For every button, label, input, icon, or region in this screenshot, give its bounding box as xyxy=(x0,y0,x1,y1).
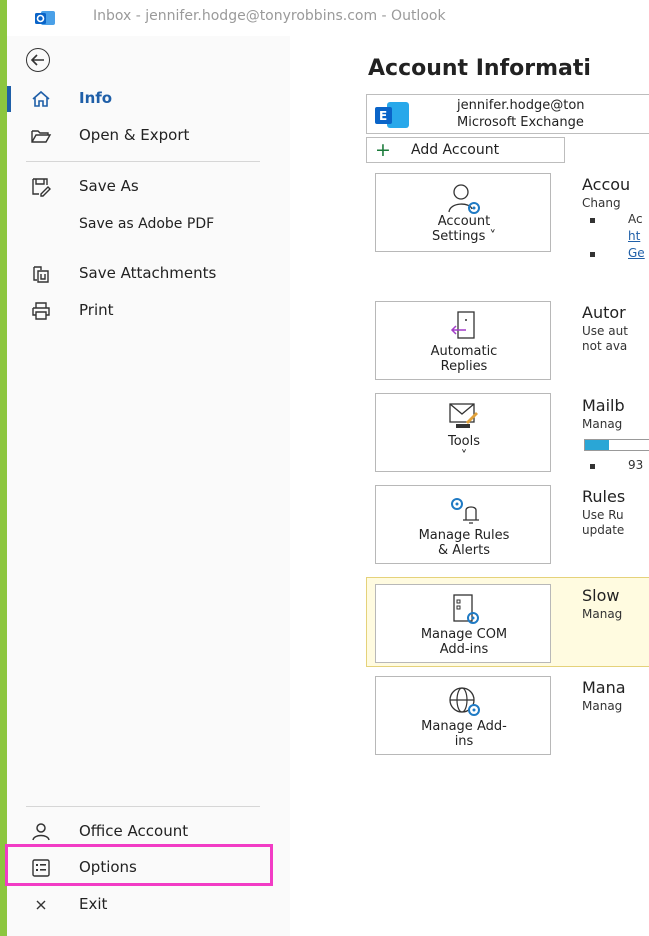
nav-save-attachments-label: Save Attachments xyxy=(79,264,217,282)
tile-label: Manage COM xyxy=(420,627,508,642)
automatic-replies-icon xyxy=(450,311,475,339)
mailbox-storage-bar xyxy=(584,439,649,451)
title-bar: Inbox - jennifer.hodge@tonyrobbins.com -… xyxy=(7,0,649,36)
section-title: Mana xyxy=(582,678,626,697)
back-button[interactable] xyxy=(26,48,50,72)
section-desc: Use Ru xyxy=(582,508,624,522)
account-email: jennifer.hodge@ton xyxy=(457,98,585,113)
account-type: Microsoft Exchange xyxy=(457,115,584,130)
tile-label: Tools xyxy=(447,434,481,449)
bullet xyxy=(590,252,595,257)
manage-com-addins-tile[interactable]: Manage COM Add-ins xyxy=(375,584,551,663)
account-info-panel: Account Informati E jennifer.hodge@ton M… xyxy=(290,36,649,936)
nav-office-account[interactable]: Office Account xyxy=(7,817,290,847)
section-title: Rules xyxy=(582,487,626,506)
tile-label: Manage Add- xyxy=(421,719,507,734)
section-title: Autor xyxy=(582,303,626,322)
tile-label: Add-ins xyxy=(439,642,489,657)
manage-addins-tile[interactable]: Manage Add- ins xyxy=(375,676,551,755)
nav-save-as-label: Save As xyxy=(79,177,139,195)
attachments-icon xyxy=(33,266,49,283)
account-settings-tile[interactable]: Account Settings ˅ xyxy=(375,173,551,252)
section-link[interactable]: Ge xyxy=(628,246,645,260)
section-desc: Manag xyxy=(582,417,623,431)
storage-text: 93 xyxy=(628,458,644,472)
tile-label: ˅ xyxy=(460,449,468,464)
nav-open-export-label: Open & Export xyxy=(79,126,190,144)
nav-exit-label: Exit xyxy=(79,895,108,913)
nav-exit[interactable]: Exit xyxy=(7,890,290,920)
tile-label: Account xyxy=(437,214,491,229)
nav-open-export[interactable]: Open & Export xyxy=(7,121,290,151)
tile-label: Replies xyxy=(440,359,488,374)
rules-alerts-icon xyxy=(451,498,479,524)
section-link[interactable]: ht xyxy=(628,229,641,243)
nav-options[interactable]: Options xyxy=(7,853,290,883)
svg-text:E: E xyxy=(379,109,387,123)
tile-label: & Alerts xyxy=(438,543,490,558)
home-icon xyxy=(32,90,50,107)
section-desc: Chang xyxy=(582,196,621,210)
window-accent-strip xyxy=(0,0,7,936)
globe-addins-icon xyxy=(449,687,480,716)
com-addins-icon xyxy=(453,594,479,624)
outlook-logo-icon xyxy=(35,11,55,25)
backstage-sidebar: Info Open & Export Save As Save as Adobe… xyxy=(5,36,290,936)
section-item: Ac xyxy=(628,212,643,226)
mailbox-storage-fill xyxy=(585,440,610,450)
nav-office-account-label: Office Account xyxy=(79,822,189,840)
manage-rules-tile[interactable]: Manage Rules & Alerts xyxy=(375,485,551,564)
nav-info[interactable]: Info xyxy=(7,84,290,114)
automatic-replies-tile[interactable]: Automatic Replies xyxy=(375,301,551,380)
add-account-label: Add Account xyxy=(411,142,500,158)
printer-icon xyxy=(32,302,50,320)
tools-mailbox-icon xyxy=(449,403,478,428)
plus-icon: + xyxy=(375,139,391,161)
tile-label: Manage Rules xyxy=(418,528,510,543)
page-title: Account Informati xyxy=(368,56,591,81)
section-title: Accou xyxy=(582,175,631,194)
bullet xyxy=(590,464,595,469)
sidebar-separator-bottom xyxy=(26,806,260,807)
add-account-button[interactable]: + Add Account xyxy=(366,137,565,163)
exchange-logo-icon: E xyxy=(375,102,409,128)
account-selector[interactable]: E jennifer.hodge@ton Microsoft Exchange xyxy=(366,94,649,134)
nav-info-label: Info xyxy=(79,89,113,107)
section-title: Slow xyxy=(582,586,620,605)
tile-label: Automatic xyxy=(430,344,498,359)
section-desc: update xyxy=(582,523,625,537)
section-desc: Manag xyxy=(582,607,623,621)
tile-label: Settings ˅ xyxy=(432,229,496,244)
section-title: Mailb xyxy=(582,396,625,415)
active-nav-indicator xyxy=(7,86,11,112)
nav-print-label: Print xyxy=(79,301,114,319)
tools-tile[interactable]: Tools ˅ xyxy=(375,393,551,472)
sidebar-separator xyxy=(26,161,260,162)
person-icon xyxy=(32,823,50,841)
save-as-icon xyxy=(32,178,51,197)
folder-open-icon xyxy=(31,130,52,143)
nav-print[interactable]: Print xyxy=(7,296,290,326)
close-icon xyxy=(36,900,46,910)
section-desc: Manag xyxy=(582,699,623,713)
options-icon xyxy=(32,859,50,877)
options-highlight-box xyxy=(5,844,273,886)
nav-save-as[interactable]: Save As xyxy=(7,172,290,202)
account-settings-icon xyxy=(448,184,480,214)
section-desc: Use aut xyxy=(582,324,628,338)
tile-label: ins xyxy=(454,734,474,749)
nav-save-as-adobe-pdf[interactable]: Save as Adobe PDF xyxy=(79,216,215,232)
window-title: Inbox - jennifer.hodge@tonyrobbins.com -… xyxy=(93,8,446,24)
section-desc: not ava xyxy=(582,339,628,353)
arrow-left-icon xyxy=(30,54,44,66)
nav-options-label: Options xyxy=(79,858,137,876)
nav-save-attachments[interactable]: Save Attachments xyxy=(7,259,290,289)
bullet xyxy=(590,218,595,223)
